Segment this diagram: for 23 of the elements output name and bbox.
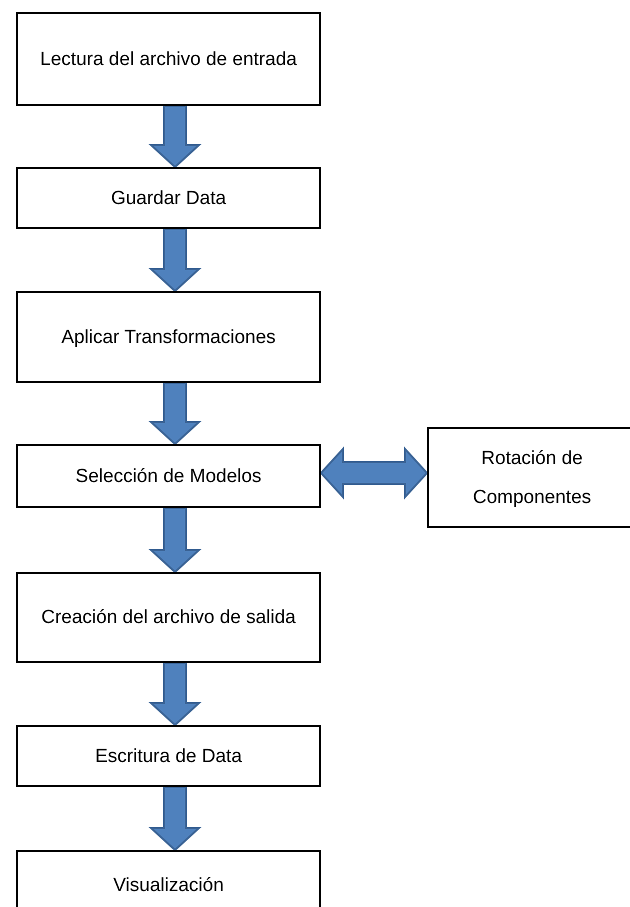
block-arrow — [148, 105, 202, 168]
box-label: Creación del archivo de salida — [41, 606, 296, 630]
block-arrow — [148, 786, 202, 852]
process-box — [16, 291, 321, 383]
block-arrow — [148, 662, 202, 726]
box-label: Guardar Data — [110, 186, 226, 210]
process-box — [16, 725, 321, 787]
block-arrow — [148, 228, 202, 292]
process-box — [427, 427, 630, 528]
process-box — [16, 572, 321, 663]
box-label: Rotación de Componentes — [472, 446, 592, 510]
process-box — [16, 167, 321, 229]
block-arrow — [320, 446, 428, 500]
box-label: Lectura del archivo de entrada — [40, 48, 297, 72]
process-box — [16, 12, 321, 106]
box-label: Escritura de Data — [95, 744, 242, 768]
process-box — [16, 444, 321, 508]
block-arrow — [148, 382, 202, 446]
block-arrow — [148, 507, 202, 574]
box-label: Visualización — [113, 874, 224, 898]
box-label: Selección de Modelos — [76, 464, 262, 488]
box-label: Aplicar Transformaciones — [61, 326, 276, 350]
process-box — [16, 850, 321, 907]
